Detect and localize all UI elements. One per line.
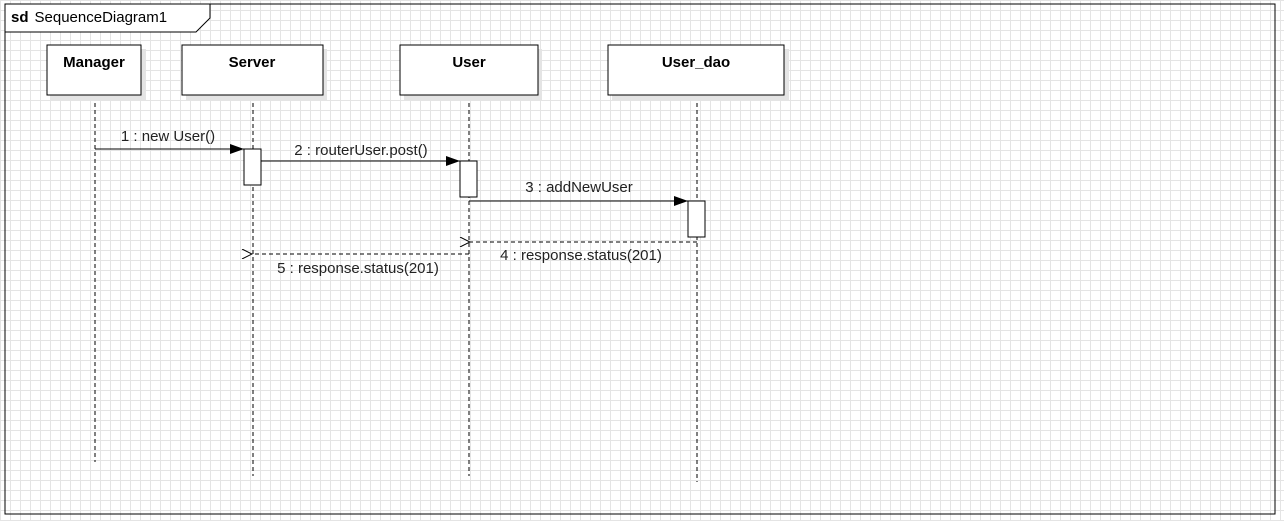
lifeline-server-label: Server <box>229 54 276 71</box>
frame-name: SequenceDiagram1 <box>35 9 168 26</box>
activation-bar-user-dao <box>687 200 706 238</box>
message-5[interactable]: 5 : response.status(201) <box>252 254 469 277</box>
message-5-label: 5 : response.status(201) <box>277 260 439 277</box>
lifeline-user-dao-box[interactable] <box>607 44 785 96</box>
message-2[interactable]: 2 : routerUser.post() <box>261 142 460 166</box>
activation-bar-server <box>243 148 262 186</box>
message-3-label: 3 : addNewUser <box>525 179 633 196</box>
lifeline-server-box[interactable] <box>181 44 324 96</box>
message-4-label: 4 : response.status(201) <box>500 247 662 264</box>
frame-title: sd SequenceDiagram1 <box>11 9 167 26</box>
lifeline-manager-label: Manager <box>63 54 125 71</box>
lifeline-manager[interactable]: Manager <box>46 44 146 462</box>
lifeline-user-box[interactable] <box>399 44 539 96</box>
message-2-label: 2 : routerUser.post() <box>294 142 427 159</box>
message-4[interactable]: 4 : response.status(201) <box>470 242 697 264</box>
message-3[interactable]: 3 : addNewUser <box>469 179 688 206</box>
message-1[interactable]: 1 : new User() <box>95 128 244 154</box>
lifeline-user-dao[interactable]: User_dao <box>607 44 789 482</box>
activation-bar-user <box>459 160 478 198</box>
lifeline-manager-box[interactable] <box>46 44 142 96</box>
message-1-label: 1 : new User() <box>121 128 215 145</box>
frame-tab <box>4 3 211 33</box>
lifeline-user[interactable]: User <box>399 44 542 476</box>
frame-border <box>4 3 1276 515</box>
lifeline-user-label: User <box>452 54 486 71</box>
lifeline-user-dao-label: User_dao <box>662 54 730 71</box>
lifeline-server[interactable]: Server <box>181 44 327 476</box>
frame-keyword: sd <box>11 9 29 26</box>
